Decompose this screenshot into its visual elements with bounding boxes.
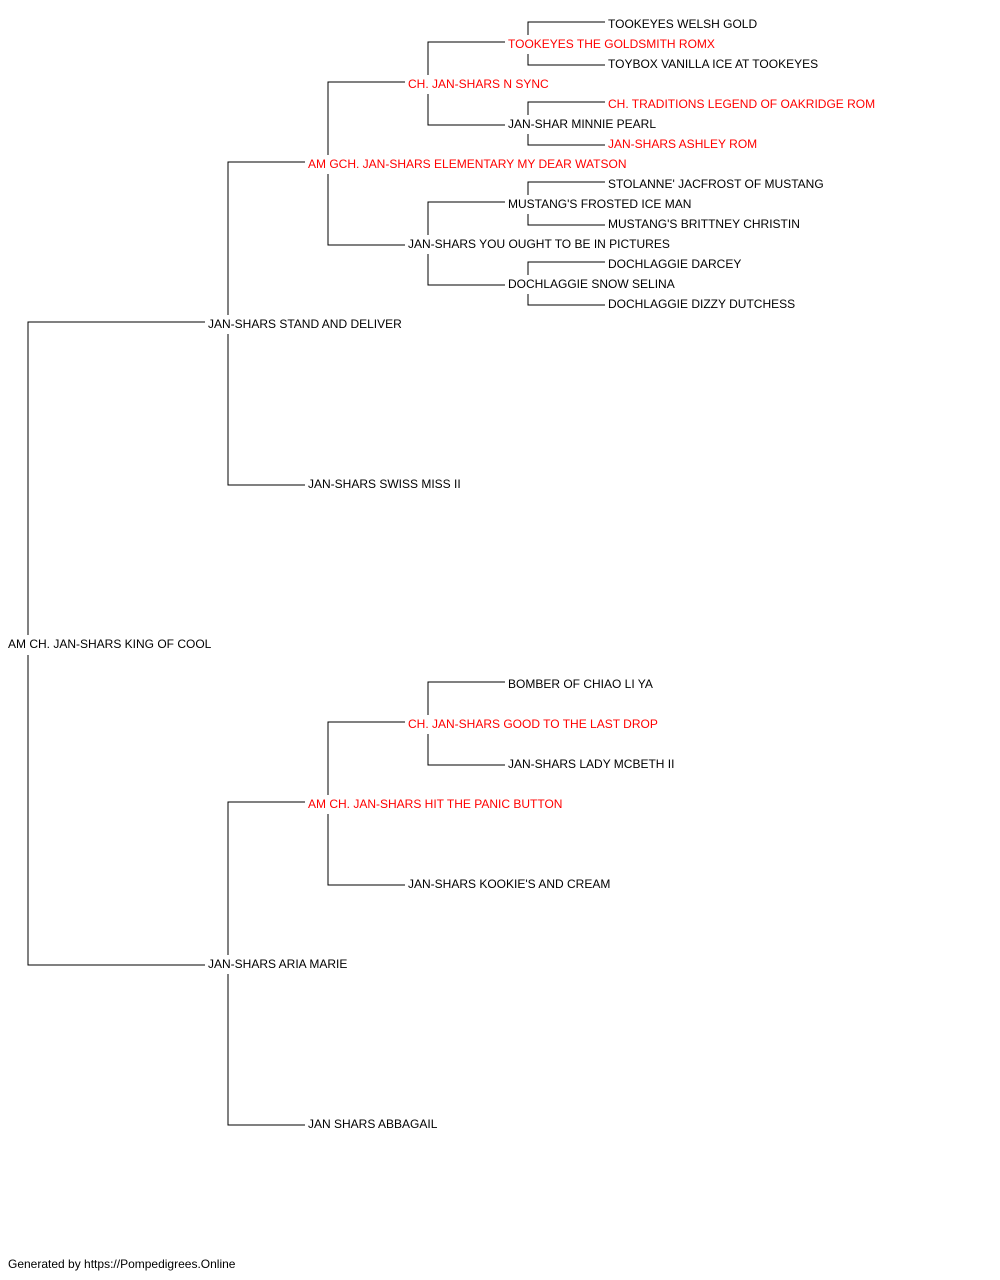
connector-sss-dam bbox=[527, 101, 605, 146]
connector-dam-sire bbox=[327, 721, 405, 886]
great-grandparent-name: JAN-SHARS KOOKIE'S AND CREAM bbox=[408, 877, 611, 891]
connector-ssd-sire bbox=[527, 181, 605, 226]
ancestor-gen4-name: MUSTANG'S FROSTED ICE MAN bbox=[508, 197, 692, 211]
generator-credit: Generated by https://Pompedigrees.Online bbox=[8, 1257, 236, 1271]
connector-sire-sire bbox=[327, 81, 405, 246]
ancestor-gen5-name: TOOKEYES WELSH GOLD bbox=[608, 17, 758, 31]
ancestor-gen4-name: JAN-SHAR MINNIE PEARL bbox=[508, 117, 657, 131]
ancestor-gen5-name: MUSTANG'S BRITTNEY CHRISTIN bbox=[608, 217, 800, 231]
ancestor-gen5-name: JAN-SHARS ASHLEY ROM bbox=[608, 137, 758, 151]
connector-sire bbox=[227, 161, 305, 486]
ancestor-gen4-name: BOMBER OF CHIAO LI YA bbox=[508, 677, 653, 691]
paternal-grandsire-name: AM GCH. JAN-SHARS ELEMENTARY MY DEAR WAT… bbox=[308, 157, 627, 171]
connector-dam bbox=[227, 801, 305, 1126]
maternal-grandsire-name: AM CH. JAN-SHARS HIT THE PANIC BUTTON bbox=[308, 797, 563, 811]
ancestor-gen5-name: DOCHLAGGIE DARCEY bbox=[608, 257, 742, 271]
ancestor-gen4-name: JAN-SHARS LADY MCBETH II bbox=[508, 757, 675, 771]
connector-dss bbox=[427, 681, 505, 766]
sire-name: JAN-SHARS STAND AND DELIVER bbox=[208, 317, 402, 331]
ancestor-gen5-name: STOLANNE' JACFROST OF MUSTANG bbox=[608, 177, 824, 191]
ancestor-gen5-name: TOYBOX VANILLA ICE AT TOOKEYES bbox=[608, 57, 819, 71]
ancestor-gen4-name: DOCHLAGGIE SNOW SELINA bbox=[508, 277, 675, 291]
great-grandparent-name: JAN-SHARS YOU OUGHT TO BE IN PICTURES bbox=[408, 237, 670, 251]
ancestor-gen5-name: DOCHLAGGIE DIZZY DUTCHESS bbox=[608, 297, 796, 311]
connector-sss bbox=[427, 41, 505, 126]
connector-root bbox=[27, 321, 205, 966]
connector-sss-sire bbox=[527, 21, 605, 66]
great-grandparent-name: CH. JAN-SHARS N SYNC bbox=[408, 77, 549, 91]
connector-ssd-dam bbox=[527, 261, 605, 306]
paternal-granddam-name: JAN-SHARS SWISS MISS II bbox=[308, 477, 461, 491]
connector-ssd bbox=[427, 201, 505, 286]
ancestor-gen5-name: CH. TRADITIONS LEGEND OF OAKRIDGE ROM bbox=[608, 97, 876, 111]
maternal-granddam-name: JAN SHARS ABBAGAIL bbox=[308, 1117, 438, 1131]
ancestor-gen4-name: TOOKEYES THE GOLDSMITH ROMX bbox=[508, 37, 715, 51]
great-grandparent-name: CH. JAN-SHARS GOOD TO THE LAST DROP bbox=[408, 717, 658, 731]
root-dog-name: AM CH. JAN-SHARS KING OF COOL bbox=[8, 637, 212, 651]
dam-name: JAN-SHARS ARIA MARIE bbox=[208, 957, 348, 971]
